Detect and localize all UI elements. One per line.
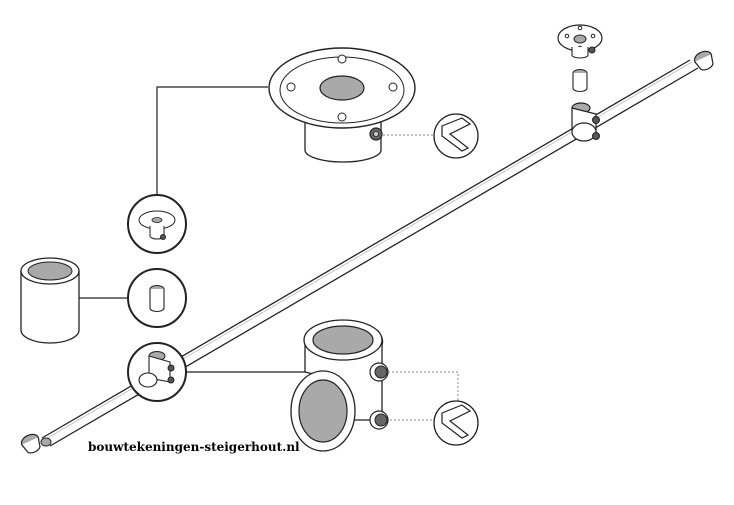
callout-connector xyxy=(128,343,186,401)
cross-connector-large xyxy=(291,320,388,451)
callout-flange xyxy=(128,195,186,253)
flange-base-large xyxy=(269,48,415,162)
allen-key-bottom xyxy=(433,400,479,446)
flange-base-top-right xyxy=(558,25,602,58)
end-cap-left xyxy=(18,431,44,457)
connector-on-pipe-right xyxy=(572,103,600,141)
watermark-text: bouwtekeningen-steigerhout.nl xyxy=(88,440,300,454)
sleeve-tube-large xyxy=(21,258,79,343)
leader-flange xyxy=(157,87,268,195)
allen-key-top xyxy=(433,113,479,159)
sleeve-top-right xyxy=(573,70,587,92)
callout-sleeve xyxy=(128,269,186,327)
